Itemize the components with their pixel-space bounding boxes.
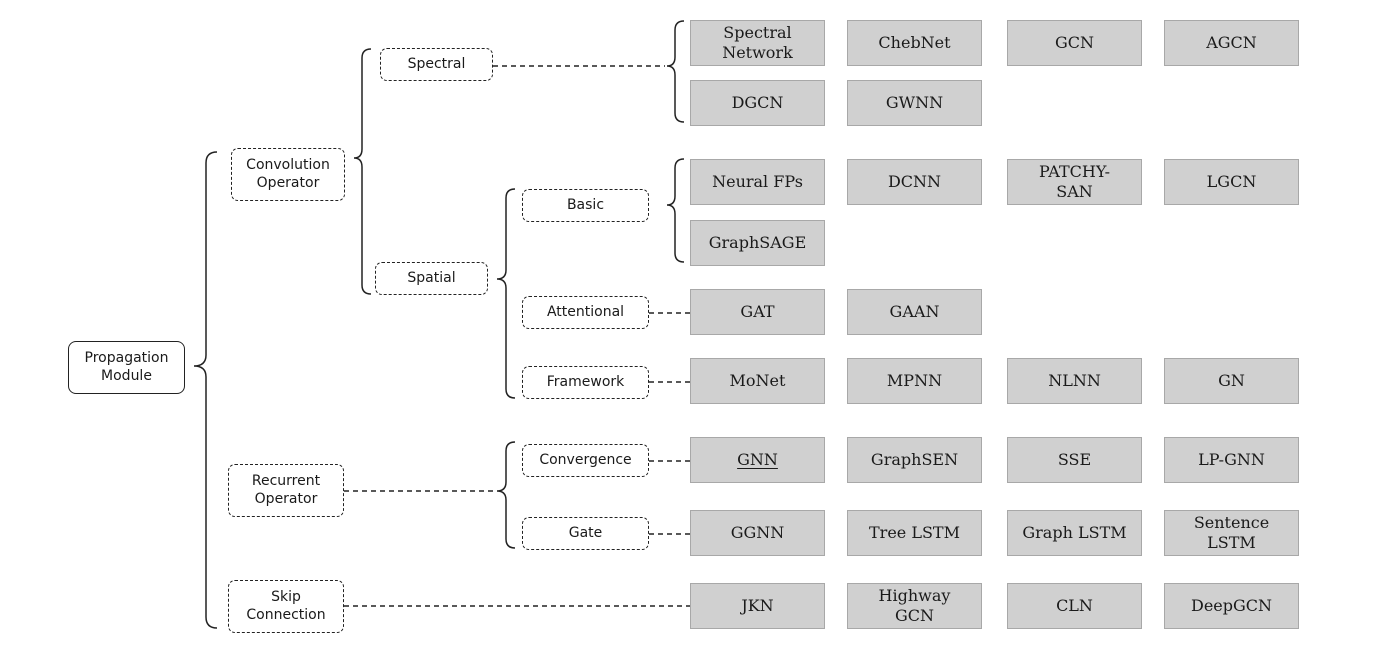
node-label: MoNet	[729, 371, 786, 390]
method-sse: SSE	[1007, 437, 1142, 483]
convolution-brace	[353, 48, 372, 295]
method-nlnn: NLNN	[1007, 358, 1142, 404]
node-label: Graph LSTM	[1022, 523, 1127, 542]
spectral-brace	[666, 20, 685, 123]
root-brace	[193, 151, 218, 629]
category-gate: Gate	[522, 517, 649, 550]
node-label: DGCN	[731, 93, 784, 112]
node-label: LGCN	[1206, 172, 1257, 191]
node-label: GraphSAGE	[708, 233, 807, 252]
method-patchy-san: PATCHY-SAN	[1007, 159, 1142, 205]
node-label: Spatial	[407, 269, 456, 286]
node-label: DCNN	[887, 172, 942, 191]
node-label: MPNN	[886, 371, 943, 390]
method-lp-gnn: LP-GNN	[1164, 437, 1299, 483]
node-label: NLNN	[1048, 371, 1101, 390]
method-lgcn: LGCN	[1164, 159, 1299, 205]
node-label: Neural FPs	[712, 172, 803, 191]
node-label: GCN	[1054, 33, 1095, 52]
method-gat: GAT	[690, 289, 825, 335]
node-label: DeepGCN	[1190, 596, 1273, 615]
method-mpnn: MPNN	[847, 358, 982, 404]
node-label: SSE	[1057, 450, 1092, 469]
method-jkn: JKN	[690, 583, 825, 629]
node-label: GGNN	[730, 523, 785, 542]
method-gnn: GNN	[690, 437, 825, 483]
category-attentional: Attentional	[522, 296, 649, 329]
node-label: GAAN	[889, 302, 940, 321]
method-neural-fps: Neural FPs	[690, 159, 825, 205]
method-agcn: AGCN	[1164, 20, 1299, 66]
node-label: CLN	[1056, 596, 1093, 615]
node-label: PATCHY-SAN	[1038, 162, 1111, 201]
category-convergence: Convergence	[522, 444, 649, 477]
node-label: Convergence	[539, 451, 632, 468]
method-gwnn: GWNN	[847, 80, 982, 126]
spatial-brace	[496, 188, 516, 399]
method-tree-lstm: Tree LSTM	[847, 510, 982, 556]
method-ggnn: GGNN	[690, 510, 825, 556]
node-label: Framework	[546, 373, 625, 390]
node-label: Gate	[568, 524, 603, 541]
node-label: GNN	[737, 450, 778, 469]
method-graph-lstm: Graph LSTM	[1007, 510, 1142, 556]
category-spatial: Spatial	[375, 262, 488, 295]
method-graphsage: GraphSAGE	[690, 220, 825, 266]
node-label: LP-GNN	[1198, 450, 1265, 469]
category-spectral: Spectral	[380, 48, 493, 81]
basic-brace	[666, 158, 685, 263]
node-label: Basic	[566, 196, 605, 213]
node-label: GraphSEN	[870, 450, 959, 469]
recurrent-brace	[496, 441, 516, 549]
node-label: Tree LSTM	[869, 523, 960, 542]
category-basic: Basic	[522, 189, 649, 222]
method-dgcn: DGCN	[690, 80, 825, 126]
category-framework: Framework	[522, 366, 649, 399]
node-label: AGCN	[1206, 33, 1257, 52]
node-label: ChebNet	[878, 33, 951, 52]
method-gaan: GAAN	[847, 289, 982, 335]
method-monet: MoNet	[690, 358, 825, 404]
node-label: GN	[1218, 371, 1245, 390]
node-label: GAT	[740, 302, 775, 321]
method-graphsen: GraphSEN	[847, 437, 982, 483]
node-label: Attentional	[546, 303, 625, 320]
node-label: JKN	[741, 596, 774, 615]
method-cln: CLN	[1007, 583, 1142, 629]
node-label: GWNN	[885, 93, 944, 112]
method-chebnet: ChebNet	[847, 20, 982, 66]
method-gn: GN	[1164, 358, 1299, 404]
method-gcn: GCN	[1007, 20, 1142, 66]
node-label: Spectral	[407, 55, 466, 72]
method-deepgcn: DeepGCN	[1164, 583, 1299, 629]
method-dcnn: DCNN	[847, 159, 982, 205]
